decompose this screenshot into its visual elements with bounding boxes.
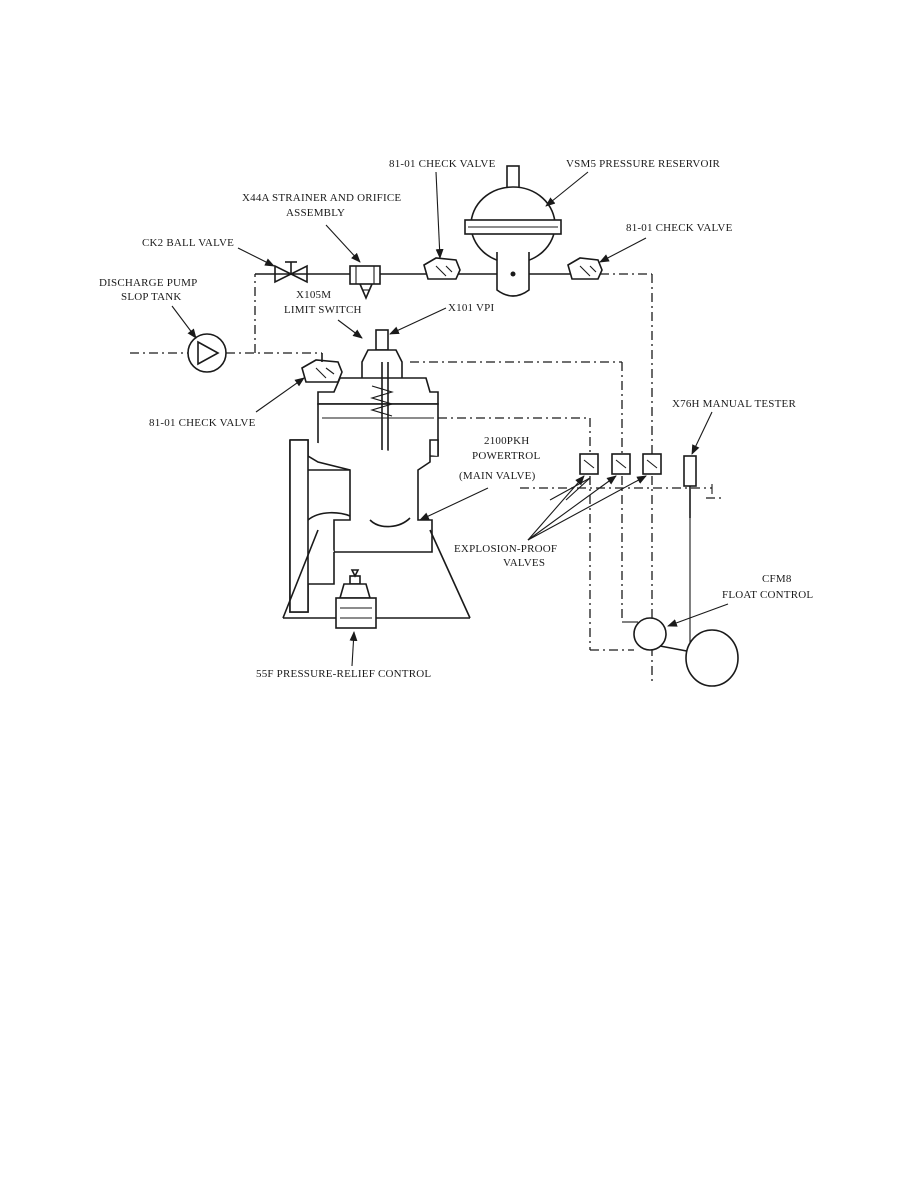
label-float-1: CFM8 — [762, 573, 792, 585]
arrow-check-valve-left — [255, 377, 305, 413]
label-main-valve-3: (MAIN VALVE) — [459, 470, 536, 482]
label-manual-tester: X76H MANUAL TESTER — [672, 398, 796, 410]
arrow-strainer — [325, 224, 361, 263]
arrow-check-valve-top — [435, 171, 444, 259]
label-strainer-1: X44A STRAINER AND ORIFICE — [242, 192, 401, 204]
manual-tester — [683, 455, 697, 650]
label-main-valve-2: POWERTROL — [472, 450, 540, 462]
arrow-vpi — [389, 307, 447, 335]
discharge-pump — [187, 333, 227, 373]
pressure-reservoir — [464, 165, 562, 297]
label-check-valve-top: 81-01 CHECK VALVE — [389, 158, 496, 170]
label-limit-switch-1: X105M — [296, 289, 331, 301]
ball-valve — [274, 261, 308, 284]
label-relief: 55F PRESSURE-RELIEF CONTROL — [256, 668, 431, 680]
leader-arrows — [171, 171, 729, 667]
pressure-relief-control — [282, 529, 471, 629]
main-valve — [289, 362, 439, 613]
arrow-relief — [349, 631, 358, 667]
arrow-reservoir — [545, 171, 589, 207]
label-limit-switch-2: LIMIT SWITCH — [284, 304, 362, 316]
arrow-limit-switch — [337, 319, 363, 339]
explosion-proof-valves — [549, 453, 662, 501]
label-float-2: FLOAT CONTROL — [722, 589, 813, 601]
label-main-valve-1: 2100PKH — [484, 435, 529, 447]
label-reservoir: VSM5 PRESSURE RESERVOIR — [566, 158, 721, 170]
arrow-explosion-1 — [527, 475, 585, 541]
label-ball-valve: CK2 BALL VALVE — [142, 237, 234, 249]
label-explosion-2: VALVES — [503, 557, 545, 569]
label-strainer-2: ASSEMBLY — [286, 207, 345, 219]
label-pump-1: DISCHARGE PUMP — [99, 277, 197, 289]
label-vpi: X101 VPI — [448, 302, 494, 314]
check-valve-right-symbol — [567, 257, 603, 280]
arrow-explosion-2 — [527, 475, 617, 541]
arrow-float-control — [667, 603, 729, 627]
labels: 81-01 CHECK VALVE VSM5 PRESSURE RESERVOI… — [99, 158, 813, 680]
label-check-valve-right: 81-01 CHECK VALVE — [626, 222, 733, 234]
float-control — [633, 617, 739, 687]
arrow-main-valve — [419, 487, 489, 521]
strainer-assembly — [349, 265, 381, 301]
arrow-explosion-3 — [527, 475, 647, 541]
pilot-piping — [130, 273, 722, 682]
label-explosion-1: EXPLOSION-PROOF — [454, 543, 557, 555]
arrow-check-valve-right — [599, 237, 647, 263]
arrow-pump — [171, 305, 197, 339]
label-pump-2: SLOP TANK — [121, 291, 182, 303]
check-valve-top-symbol — [423, 257, 461, 280]
label-check-valve-left: 81-01 CHECK VALVE — [149, 417, 256, 429]
arrow-manual-tester — [691, 411, 713, 455]
arrow-ball-valve — [237, 247, 275, 267]
check-valve-left-symbol — [301, 353, 343, 383]
